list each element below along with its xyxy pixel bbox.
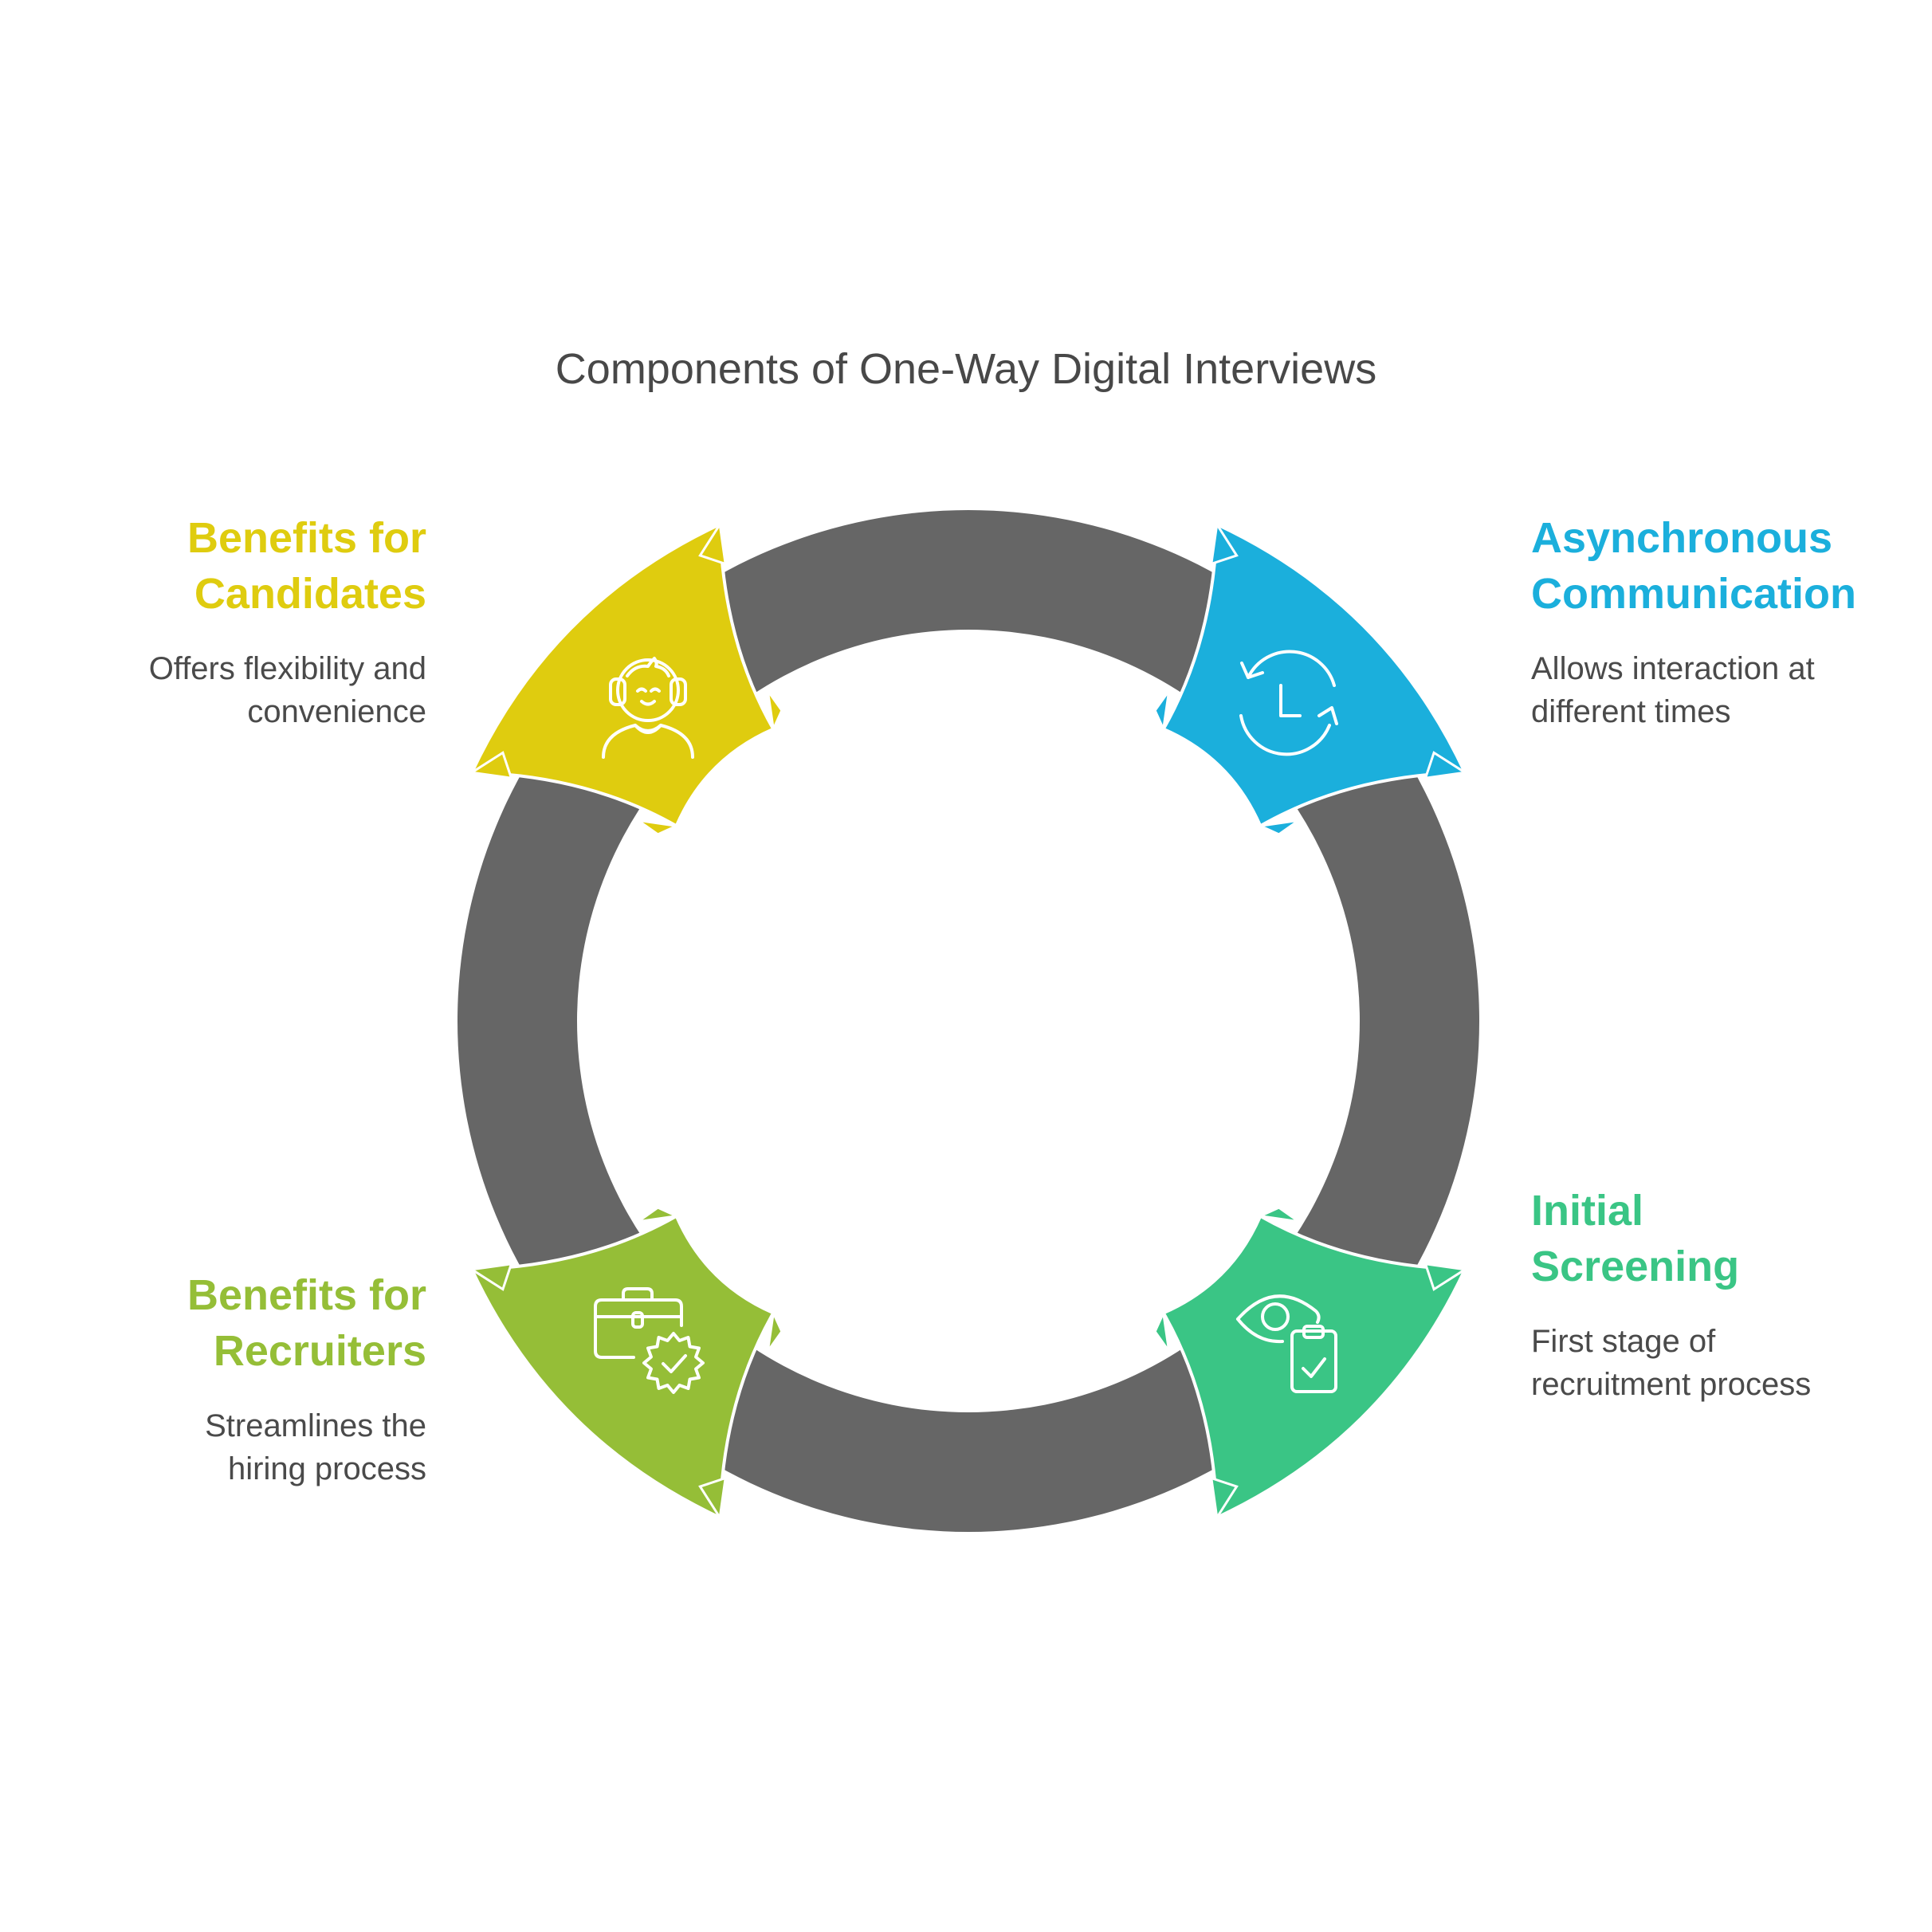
segment-flap-screening <box>1423 1262 1469 1291</box>
segment-flap-asynchronous <box>1209 520 1239 566</box>
segment-asynchronous <box>1160 521 1468 829</box>
segment-flap-screening <box>1153 1309 1171 1353</box>
label-benefits-recruiters: Benefits for Recruiters Streamlines the … <box>0 1267 426 1490</box>
segment-recruiters <box>469 1213 776 1521</box>
segment-flap-recruiters <box>766 1309 783 1353</box>
segment-flap-asynchronous <box>1423 751 1469 780</box>
segment-flap-asynchronous <box>1153 689 1171 733</box>
segment-flap-candidates <box>637 819 681 836</box>
heading-benefits-recruiters: Benefits for Recruiters <box>187 1271 426 1375</box>
segment-flap-recruiters <box>698 1476 728 1522</box>
diagram-title: Components of One-Way Digital Interviews <box>555 345 1377 393</box>
segment-flap-screening <box>1256 1206 1300 1223</box>
segment-flap-screening <box>1209 1476 1239 1522</box>
briefcase-badge-check-icon <box>594 1287 705 1394</box>
description-initial-screening: First stage of recruitment process <box>1531 1324 1812 1402</box>
label-benefits-candidates: Benefits for Candidates Offers flexibili… <box>0 510 426 733</box>
badge-icon <box>642 1332 705 1394</box>
description-asynchronous-communication: Allows interaction at different times <box>1531 651 1815 729</box>
eye-clipboard-check-icon <box>1236 1294 1337 1393</box>
segment-screening <box>1160 1213 1468 1521</box>
segment-flap-candidates <box>766 689 783 733</box>
heading-initial-screening: Initial Screening <box>1531 1187 1740 1290</box>
description-benefits-candidates: Offers flexibility and convenience <box>148 651 426 729</box>
headset-person-icon <box>602 657 694 759</box>
heading-benefits-candidates: Benefits for Candidates <box>187 514 426 618</box>
description-benefits-recruiters: Streamlines the hiring process <box>205 1408 426 1486</box>
heading-asynchronous-communication: Asynchronous Communication <box>1531 514 1857 618</box>
segment-flap-candidates <box>468 751 513 780</box>
segment-flap-asynchronous <box>1256 819 1300 836</box>
label-asynchronous-communication: Asynchronous Communication Allows intera… <box>1531 510 1932 733</box>
label-initial-screening: Initial Screening First stage of recruit… <box>1531 1183 1932 1406</box>
segment-flap-recruiters <box>637 1206 681 1223</box>
segment-flap-recruiters <box>468 1262 513 1291</box>
clock-refresh-icon <box>1239 650 1338 756</box>
segment-flap-candidates <box>698 520 728 566</box>
icons <box>594 650 1338 1394</box>
